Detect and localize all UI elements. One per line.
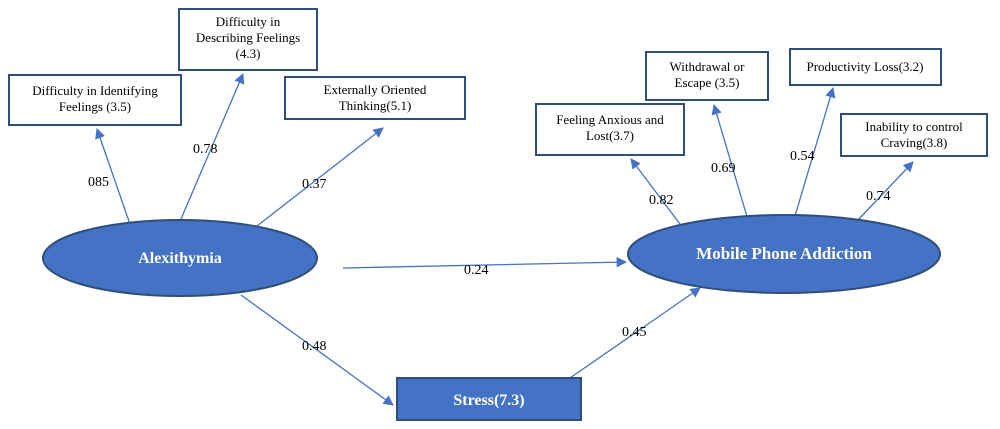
indicator-inability-control: Inability to control Craving(3.8) (840, 113, 988, 157)
edge-alexithymia-to-mpa (342, 256, 628, 269)
indicator-label-line: Inability to control (865, 119, 963, 134)
indicator-externally-oriented: Externally Oriented Thinking(5.1) (284, 76, 466, 120)
coef-mpa-withdrawal: 0.69 (711, 161, 736, 176)
coef-alexithymia-mpa: 0.24 (464, 263, 489, 278)
indicator-label-line: Thinking(5.1) (339, 98, 412, 113)
indicator-label-line: Difficulty in (216, 14, 281, 29)
coef-alexithymia-stress: 0.48 (302, 339, 327, 354)
indicator-label-line: Craving(3.8) (881, 135, 948, 150)
edge-mpa-to-inability (857, 161, 914, 221)
edge-mpa-to-anxious (630, 158, 684, 229)
coef-alexithymia-external: 0.37 (302, 177, 327, 192)
indicator-label-line: Describing Feelings (196, 30, 300, 45)
edge-alexithymia-to-identifying (95, 128, 133, 231)
edge-alexithymia-to-external (256, 127, 384, 227)
indicator-label-line: Externally Oriented (324, 82, 427, 97)
indicator-label-line: (4.3) (236, 46, 261, 61)
indicator-label-line: Escape (3.5) (675, 75, 740, 90)
indicator-feeling-anxious: Feeling Anxious and Lost(3.7) (535, 103, 685, 156)
coef-mpa-productivity: 0.54 (790, 149, 815, 164)
indicator-productivity-loss: Productivity Loss(3.2) (789, 48, 942, 86)
edge-alexithymia-to-describing (177, 73, 245, 227)
indicator-label-line: Withdrawal or (670, 59, 746, 74)
coef-alexithymia-identifying: 085 (88, 175, 109, 190)
indicator-difficulty-describing: Difficulty in Describing Feelings (4.3) (178, 8, 318, 71)
node-stress: Stress(7.3) (396, 377, 582, 421)
indicator-label-line: Feelings (3.5) (59, 99, 131, 114)
indicator-label-line: Productivity Loss(3.2) (807, 59, 924, 74)
node-mobile-phone-addiction-label: Mobile Phone Addiction (696, 244, 872, 263)
indicator-label-line: Difficulty in Identifying (32, 83, 158, 98)
indicator-label-line: Feeling Anxious and (556, 112, 664, 127)
edge-mpa-to-withdrawal (711, 104, 749, 221)
coef-mpa-anxious: 0.82 (649, 193, 674, 208)
edge-mpa-to-productivity (794, 87, 836, 217)
node-alexithymia-label: Alexithymia (138, 250, 222, 267)
indicator-label-line: Lost(3.7) (586, 128, 634, 143)
indicator-withdrawal-escape: Withdrawal or Escape (3.5) (645, 51, 769, 101)
node-alexithymia: Alexithymia (42, 219, 318, 297)
coef-mpa-inability: 0.74 (866, 189, 891, 204)
coef-alexithymia-describing: 0.78 (193, 142, 218, 157)
edge-alexithymia-to-stress (240, 294, 394, 406)
node-stress-label: Stress(7.3) (453, 392, 524, 409)
coef-stress-mpa: 0.45 (622, 325, 647, 340)
node-mobile-phone-addiction: Mobile Phone Addiction (627, 214, 941, 294)
indicator-difficulty-identifying: Difficulty in Identifying Feelings (3.5) (8, 74, 182, 126)
edge-stress-to-mpa (569, 287, 701, 379)
